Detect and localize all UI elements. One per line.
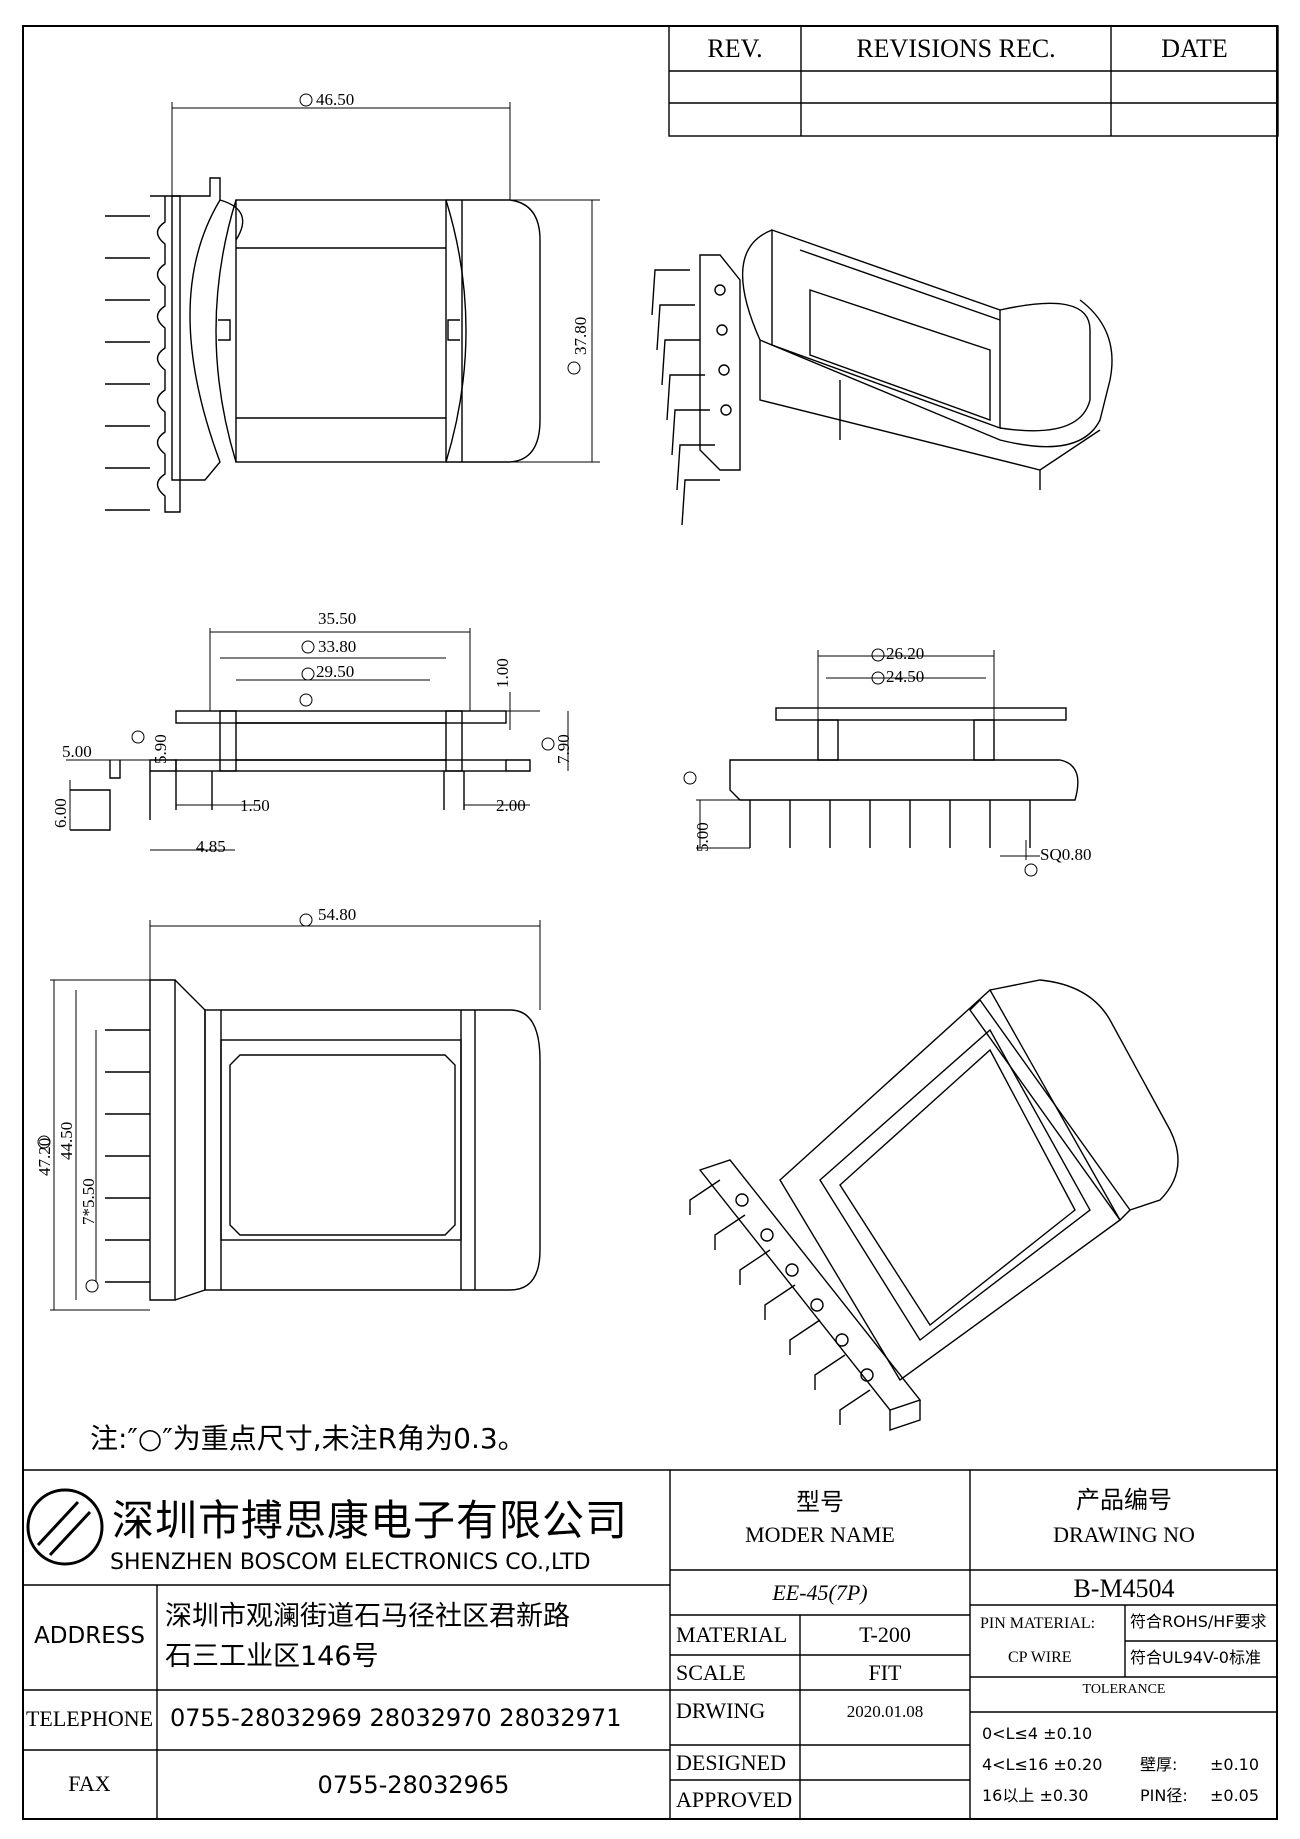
material-value: T-200 (859, 1622, 911, 1647)
dim-label: 5.00 (693, 822, 712, 852)
tolerance-row-2: 4<L≤16 ±0.20 (982, 1755, 1103, 1774)
top-view (105, 93, 600, 513)
cp-wire-value: 符合UL94V-0标准 (1130, 1648, 1261, 1667)
dim-label: 37.80 (571, 316, 590, 355)
iso-bottom-pins (689, 1179, 871, 1425)
telephone-label: TELEPHONE (25, 1706, 154, 1731)
designed-label: DESIGNED (676, 1750, 786, 1775)
dim-label: 6.00 (51, 798, 70, 828)
bottom-view (37, 913, 541, 1311)
end-view (683, 648, 1079, 877)
dim-label: 2.00 (496, 796, 526, 815)
pin-material-label: PIN MATERIAL: (980, 1615, 1096, 1632)
dim-label: 1.50 (240, 796, 270, 815)
address-line-2: 石三工业区146号 (165, 1641, 379, 1672)
dim-label: 5.00 (62, 742, 92, 761)
bottom-view-pins (105, 1029, 150, 1283)
dim-label: 33.80 (318, 637, 357, 656)
cp-wire-label: CP WIRE (1008, 1649, 1072, 1666)
date-header: DATE (1161, 34, 1228, 63)
dim-label: 24.50 (886, 667, 925, 686)
pin-diameter-label: PIN径: (1140, 1786, 1188, 1805)
address-label: ADDRESS (34, 1623, 145, 1649)
revisions-rec-header: REVISIONS REC. (856, 34, 1056, 63)
drawing-no-label-cn: 产品编号 (1076, 1486, 1172, 1514)
dim-label: 54.80 (318, 905, 357, 924)
title-block-grid (22, 1469, 1278, 1820)
material-label: MATERIAL (676, 1622, 788, 1647)
dim-label: 35.50 (318, 609, 357, 628)
dim-label: 47.20 (35, 1137, 54, 1176)
company-name-cn: 深圳市搏思康电子有限公司 (112, 1496, 629, 1545)
revision-table-grid (668, 25, 1279, 137)
drawing-no-value: B-M4504 (1073, 1574, 1175, 1603)
dim-label: 29.50 (316, 662, 355, 681)
dim-label: 26.20 (886, 644, 925, 663)
top-view-pins (105, 215, 150, 511)
tolerance-label: TOLERANCE (1082, 1682, 1166, 1697)
model-label-cn: 型号 (796, 1488, 844, 1516)
model-value: EE-45(7P) (772, 1580, 868, 1605)
rev-header: REV. (707, 34, 763, 63)
drwing-label: DRWING (676, 1698, 766, 1723)
approved-label: APPROVED (676, 1787, 793, 1812)
address-line-1: 深圳市观澜街道石马径社区君新路 (165, 1601, 570, 1632)
drawing-frame (22, 25, 1278, 1820)
drawing-no-label-en: DRAWING NO (1053, 1522, 1195, 1547)
wall-thickness-label: 壁厚: (1140, 1755, 1178, 1774)
dim-label: 7.90 (554, 734, 573, 764)
model-label-en: MODER NAME (745, 1522, 895, 1547)
dim-label: 4.85 (196, 837, 226, 856)
dim-label: 44.50 (57, 1121, 76, 1160)
telephone-value: 0755-28032969 28032970 28032971 (170, 1704, 622, 1732)
dim-label: 7*5.50 (79, 1178, 98, 1225)
pin-diameter-value: ±0.05 (1210, 1786, 1260, 1805)
scale-label: SCALE (676, 1660, 746, 1685)
company-logo-icon (26, 1488, 104, 1566)
end-view-pins (749, 800, 1031, 848)
fax-value: 0755-28032965 (317, 1771, 510, 1799)
tolerance-row-3: 16以上 ±0.30 (982, 1786, 1089, 1805)
pin-material-value: 符合ROHS/HF要求 (1130, 1612, 1267, 1631)
dim-label: 5.90 (151, 734, 170, 764)
isometric-view-top (651, 229, 1113, 526)
tolerance-row-1: 0<L≤4 ±0.10 (982, 1724, 1093, 1743)
isometric-view-bottom (689, 979, 1179, 1431)
company-name-en: SHENZHEN BOSCOM ELECTRONICS CO.,LTD (110, 1550, 591, 1575)
drawing-note: 注:″○″为重点尺寸,未注R角为0.3。 (90, 1422, 526, 1455)
side-view (66, 628, 569, 851)
scale-value: FIT (868, 1660, 902, 1685)
wall-thickness-value: ±0.10 (1210, 1755, 1260, 1774)
fax-label: FAX (68, 1771, 111, 1796)
dim-label: 1.00 (493, 658, 512, 688)
dim-label: 46.50 (316, 90, 355, 109)
iso-top-pins (651, 269, 720, 526)
dim-label: SQ0.80 (1040, 845, 1092, 864)
drwing-value: 2020.01.08 (846, 1702, 924, 1721)
